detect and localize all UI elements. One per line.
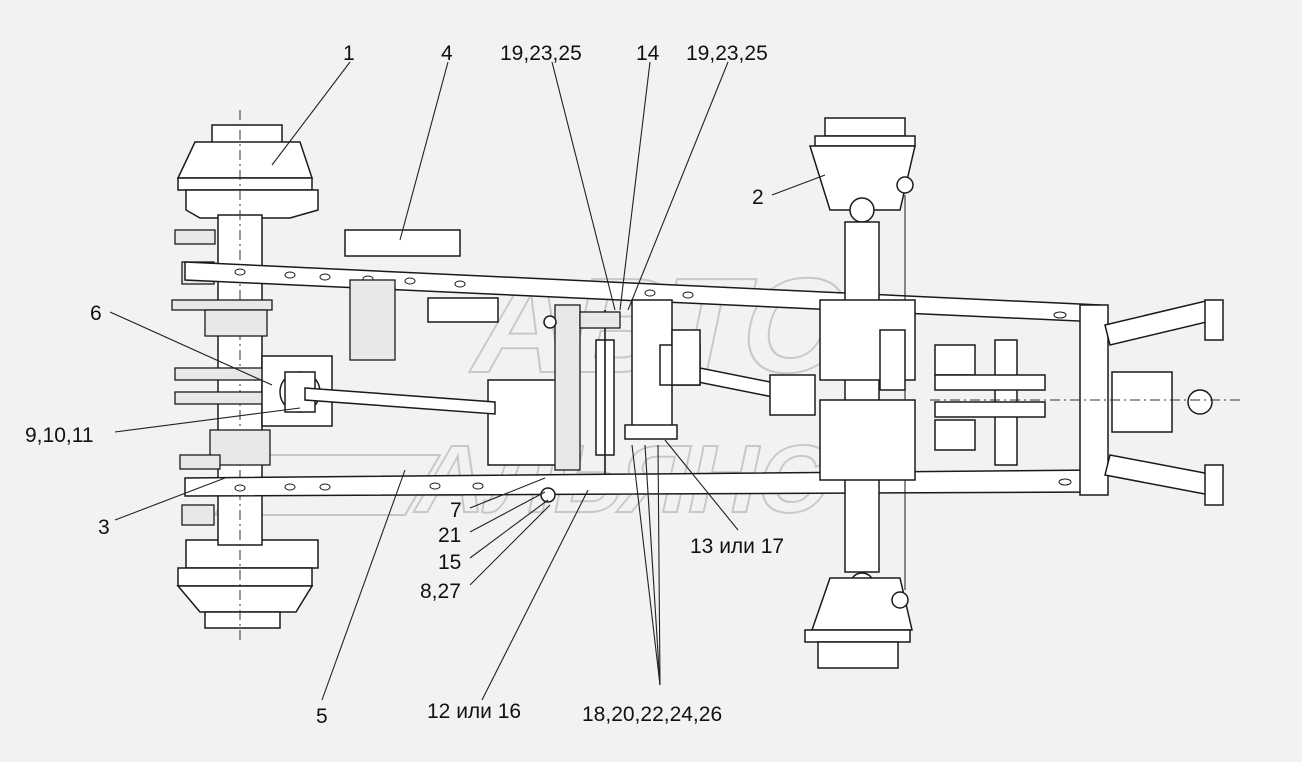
front-hub-top-drum (824, 117, 906, 137)
center-block (487, 379, 559, 466)
hitch-pad-bottom (1204, 464, 1224, 506)
front-axle-center-lower (819, 399, 916, 481)
callout-4: 4 (441, 42, 453, 65)
callout-12-or-16: 12 или 16 (427, 700, 521, 723)
front-spring-seat (879, 329, 906, 391)
front-box-1 (934, 344, 976, 376)
front-box-2 (934, 419, 976, 451)
rear-bracket-6 (174, 391, 271, 405)
hitch-plate (1111, 371, 1173, 433)
tie-rod-end-top (896, 176, 914, 194)
front-rail-1 (934, 374, 1046, 391)
callout-8-27: 8,27 (420, 580, 461, 603)
driveshaft-yoke-front (769, 374, 816, 416)
hitch-arm-bottom (1104, 454, 1216, 496)
callout-14: 14 (636, 42, 660, 65)
front-axle-beam (844, 221, 880, 573)
rear-bracket-1 (174, 229, 216, 245)
driveshaft-rear (304, 387, 496, 415)
front-rail-2 (934, 401, 1046, 418)
tie-rod-end-bottom (891, 591, 909, 609)
cross-plate (427, 297, 499, 323)
rear-hub-top-flange (211, 124, 283, 144)
callout-9-10-11: 9,10,11 (25, 424, 94, 447)
linkage-top-bracket (579, 311, 621, 329)
rear-hub-top-drum (185, 189, 319, 219)
hitch-pad-top (1204, 299, 1224, 341)
hitch-eye (1187, 389, 1213, 415)
cross-member-4 (344, 229, 461, 257)
callout-2: 2 (752, 186, 764, 209)
callout-15: 15 (438, 551, 461, 574)
callout-1: 1 (343, 42, 355, 65)
spring-bottom (540, 487, 556, 503)
frame-rail-bottom (184, 469, 1101, 497)
rear-hub-bottom-flange (204, 611, 281, 629)
front-end (930, 299, 1240, 506)
rear-hub-bottom-body (176, 585, 314, 613)
callout-labels: 1 4 19,23,25 14 19,23,25 2 6 9,10,11 3 7… (25, 42, 784, 728)
driveshaft (304, 329, 816, 416)
rear-hub-bottom-ring (177, 567, 313, 587)
center-beam (554, 304, 581, 471)
leaders (109, 61, 826, 701)
front-hub-top-ring (814, 135, 916, 147)
callout-6: 6 (90, 302, 102, 325)
rear-axle (171, 110, 333, 640)
callout-19-23-25-right: 19,23,25 (686, 42, 768, 65)
callout-21: 21 (438, 524, 461, 547)
rear-bracket-3 (171, 299, 273, 311)
callout-7: 7 (450, 499, 462, 522)
front-knuckle-top (808, 145, 916, 211)
callout-13-or-17: 13 или 17 (690, 535, 784, 558)
front-axle (804, 117, 916, 669)
hitch-arm-top (1104, 299, 1216, 346)
rear-hub-top-body (176, 141, 314, 179)
front-hub-bottom-ring (804, 629, 911, 643)
rear-bracket-8 (179, 454, 221, 470)
front-knuckle-bottom (810, 577, 913, 631)
rear-bracket-4 (204, 309, 268, 337)
rear-bracket-9 (181, 504, 215, 526)
driveshaft-support (671, 329, 701, 386)
callout-5: 5 (316, 705, 328, 728)
front-hub-bottom-drum (817, 641, 899, 669)
center-housing-base (624, 424, 678, 440)
spring-top (543, 315, 557, 329)
front-kingpin-top (849, 197, 875, 223)
bracket-left-upper (349, 279, 396, 361)
rear-hub-bottom-drum (185, 539, 319, 569)
callout-18-20-22-24-26: 18,20,22,24,26 (582, 703, 722, 726)
callout-19-23-25-left: 19,23,25 (500, 42, 582, 65)
callout-3: 3 (98, 516, 110, 539)
rear-hub-top-ring (177, 177, 313, 191)
